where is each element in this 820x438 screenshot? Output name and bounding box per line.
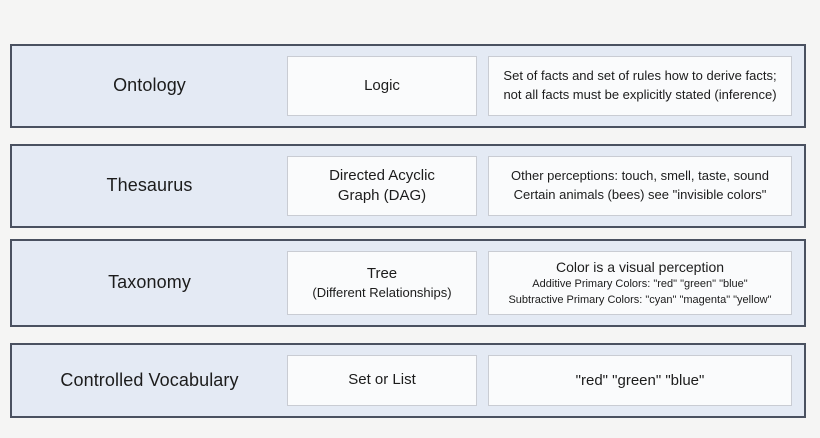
- row-taxonomy: Taxonomy Tree (Different Relationships) …: [10, 239, 806, 327]
- structure-cell: Tree (Different Relationships): [287, 241, 477, 325]
- structure-box: Tree (Different Relationships): [287, 251, 477, 315]
- structure-box: Directed Acyclic Graph (DAG): [287, 156, 477, 216]
- row-controlled-vocabulary: Controlled Vocabulary Set or List "red" …: [10, 343, 806, 418]
- structure-sub-text: Graph (DAG): [337, 187, 427, 204]
- description-cell: Set of facts and set of rules how to der…: [477, 46, 804, 126]
- description-line: Certain animals (bees) see "invisible co…: [513, 187, 767, 202]
- row-ontology: Ontology Logic Set of facts and set of r…: [10, 44, 806, 128]
- description-line: "red" "green" "blue": [575, 372, 705, 389]
- structure-cell: Set or List: [287, 345, 477, 416]
- structure-box: Logic: [287, 56, 477, 116]
- row-label-cell: Controlled Vocabulary: [12, 345, 287, 416]
- structure-sub-text: (Different Relationships): [312, 284, 452, 300]
- description-cell: Other perceptions: touch, smell, taste, …: [477, 146, 804, 226]
- row-label-cell: Thesaurus: [12, 146, 287, 226]
- structure-cell: Logic: [287, 46, 477, 126]
- row-label: Thesaurus: [106, 175, 193, 196]
- row-label-cell: Ontology: [12, 46, 287, 126]
- description-box: Other perceptions: touch, smell, taste, …: [488, 156, 792, 216]
- description-cell: "red" "green" "blue": [477, 345, 804, 416]
- description-line: Subtractive Primary Colors: "cyan" "mage…: [508, 293, 772, 306]
- description-line: Additive Primary Colors: "red" "green" "…: [532, 278, 748, 291]
- description-cell: Color is a visual perception Additive Pr…: [477, 241, 804, 325]
- structure-main-text: Logic: [364, 76, 400, 94]
- structure-cell: Directed Acyclic Graph (DAG): [287, 146, 477, 226]
- row-label: Taxonomy: [108, 272, 191, 293]
- row-label: Ontology: [113, 75, 186, 96]
- row-thesaurus: Thesaurus Directed Acyclic Graph (DAG) O…: [10, 144, 806, 228]
- description-heading: Color is a visual perception: [555, 258, 725, 275]
- description-box: Set of facts and set of rules how to der…: [488, 56, 792, 116]
- description-line: not all facts must be explicitly stated …: [503, 87, 777, 102]
- description-line: Other perceptions: touch, smell, taste, …: [511, 168, 769, 184]
- structure-main-text: Directed Acyclic: [329, 166, 435, 184]
- structure-box: Set or List: [287, 355, 477, 406]
- structure-main-text: Tree: [366, 265, 398, 283]
- row-label: Controlled Vocabulary: [60, 369, 239, 390]
- description-box: "red" "green" "blue": [488, 355, 792, 406]
- description-box: Color is a visual perception Additive Pr…: [488, 251, 792, 315]
- row-label-cell: Taxonomy: [12, 241, 287, 325]
- description-line: Set of facts and set of rules how to der…: [503, 68, 777, 84]
- structure-main-text: Set or List: [348, 371, 416, 389]
